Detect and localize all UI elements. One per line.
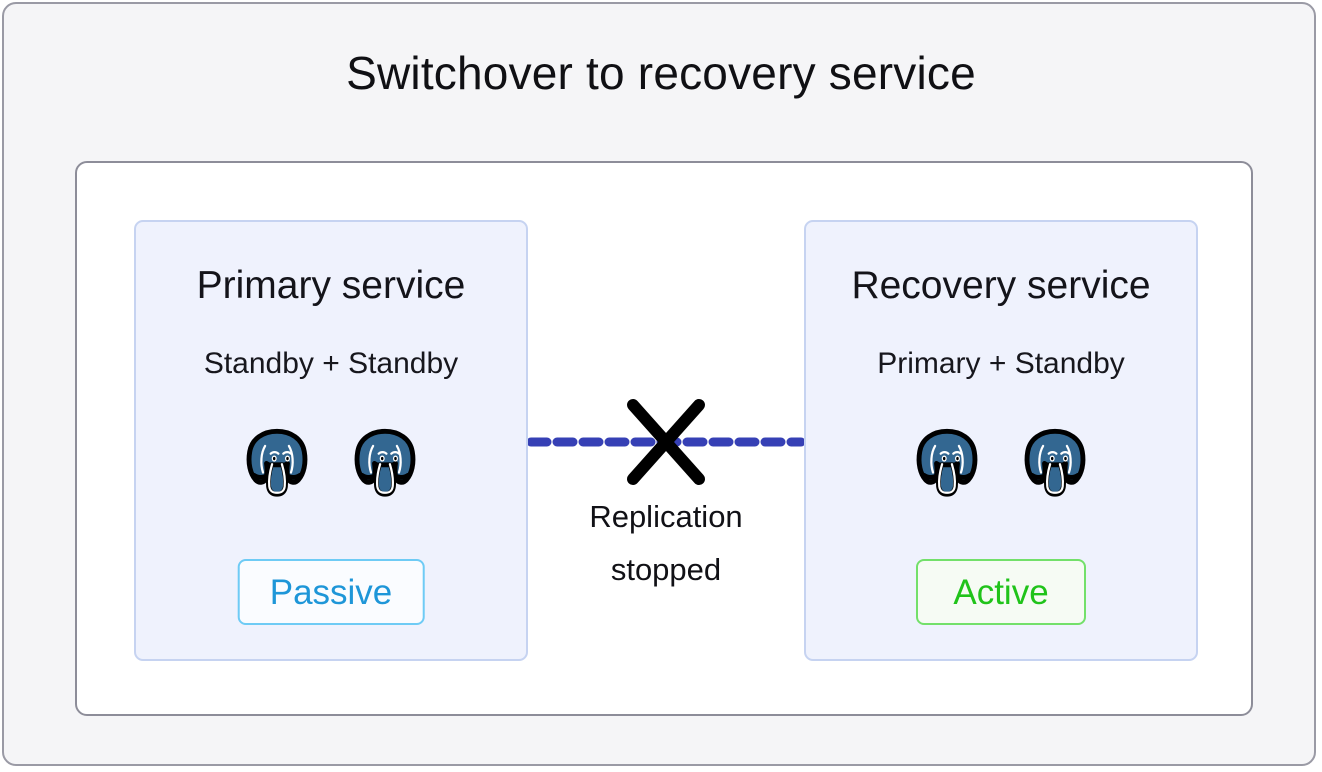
postgres-elephant-icon bbox=[1020, 425, 1090, 497]
primary-service-nodes bbox=[136, 425, 526, 497]
recovery-service-card[interactable]: Recovery service Primary + Standby bbox=[804, 220, 1198, 661]
status-badge-active[interactable]: Active bbox=[916, 559, 1086, 625]
postgres-elephant-icon bbox=[242, 425, 312, 497]
recovery-service-subtitle: Primary + Standby bbox=[877, 347, 1125, 380]
primary-service-subtitle: Standby + Standby bbox=[203, 347, 459, 380]
recovery-service-nodes bbox=[806, 425, 1196, 497]
cross-mark-icon bbox=[627, 399, 705, 485]
diagram-canvas: Primary service Standby + Standby bbox=[75, 161, 1253, 716]
primary-service-card[interactable]: Primary service Standby + Standby bbox=[134, 220, 528, 661]
page-title: Switchover to recovery service bbox=[346, 47, 976, 99]
replication-label-line-1: Replication bbox=[589, 499, 743, 534]
replication-status-label: Replication stopped bbox=[492, 490, 840, 597]
primary-service-title: Primary service bbox=[196, 264, 466, 307]
recovery-service-title: Recovery service bbox=[851, 264, 1151, 307]
replication-label-line-2: stopped bbox=[610, 552, 722, 588]
replication-connector bbox=[528, 372, 804, 512]
postgres-elephant-icon bbox=[912, 425, 982, 497]
status-badge-passive[interactable]: Passive bbox=[237, 559, 425, 625]
postgres-elephant-icon bbox=[350, 425, 420, 497]
